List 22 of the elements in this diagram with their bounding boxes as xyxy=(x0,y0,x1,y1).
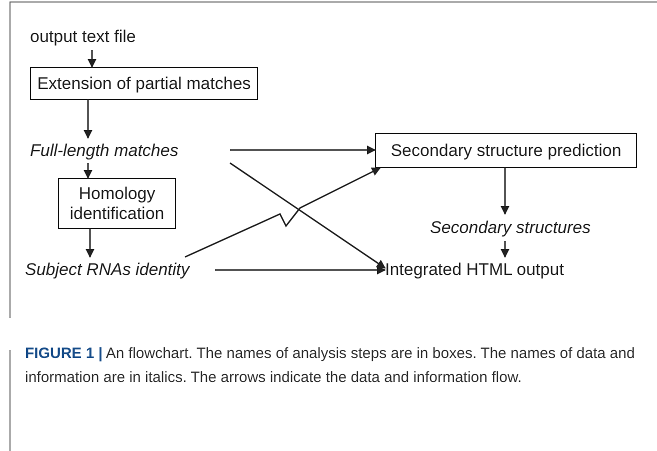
data-label: output text file xyxy=(30,24,230,50)
arrow xyxy=(230,162,386,269)
figure-caption: FIGURE 1 | An flowchart. The names of analysis steps are in boxes. The names of data and information are in italics. The arrows indicate the data and information flow. xyxy=(25,344,636,388)
arrow xyxy=(84,163,92,179)
step-text: Extension of partial matches xyxy=(37,74,251,94)
arrow xyxy=(84,100,92,139)
arrow xyxy=(215,266,386,274)
data-label: Integrated HTML output xyxy=(385,257,635,283)
arrow xyxy=(500,241,510,258)
data-label: Full-length matches xyxy=(30,138,230,163)
arrow xyxy=(184,167,381,258)
data-label: Subject RNAs identity xyxy=(25,257,215,283)
step-text: Homology identification xyxy=(68,184,166,224)
step-text: Secondary structure prediction xyxy=(390,140,622,160)
data-label: Secondary structures xyxy=(430,214,630,241)
arrow xyxy=(500,168,510,215)
arrow xyxy=(230,146,376,154)
arrow xyxy=(86,229,94,258)
arrow xyxy=(88,50,96,68)
process-box xyxy=(58,178,176,229)
process-box xyxy=(30,67,258,100)
process-box xyxy=(375,133,637,168)
